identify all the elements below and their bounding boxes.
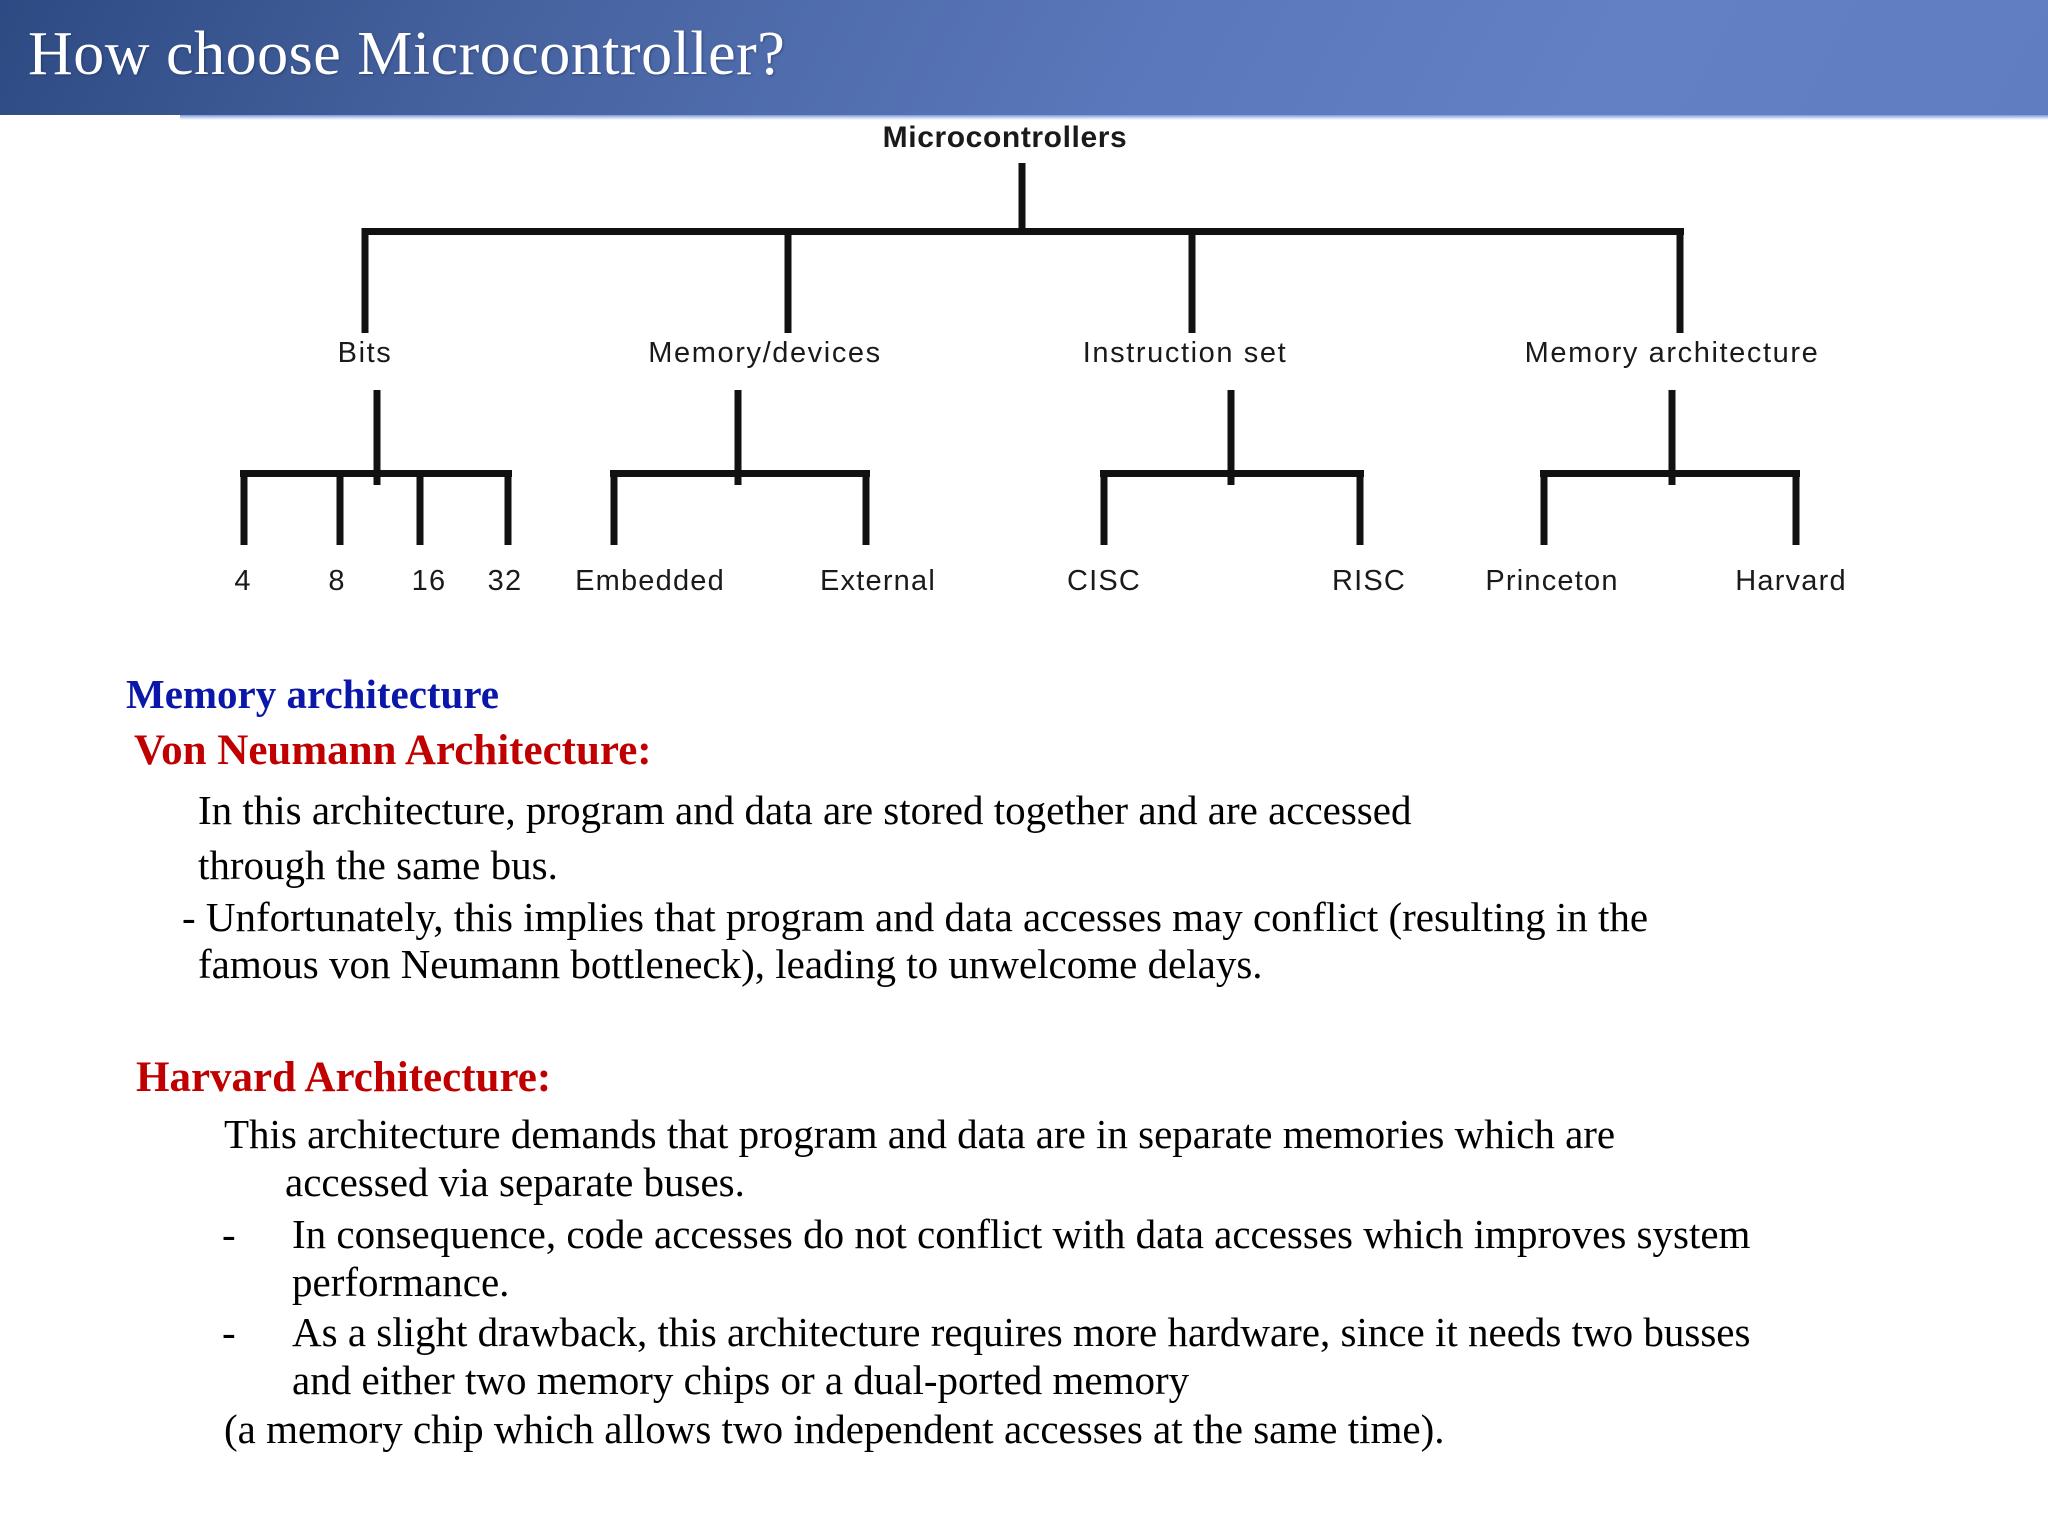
von-neumann-paragraph-line2: through the same bus. bbox=[198, 842, 558, 888]
diagram-category-instruction-set: Instruction set bbox=[1082, 337, 1288, 369]
diagram-leaf-bits-8: 8 bbox=[328, 565, 346, 597]
microcontroller-classification-diagram: Microcontrollers Bits Memory/devices Ins… bbox=[0, 115, 2048, 635]
tree-edge-bits-stem bbox=[373, 390, 381, 485]
diagram-leaf-embedded: Embedded bbox=[575, 565, 725, 597]
diagram-leaf-bits-4: 4 bbox=[234, 565, 252, 597]
harvard-intro-line2: accessed via separate buses. bbox=[285, 1159, 745, 1205]
tree-bus-instr bbox=[1100, 470, 1364, 477]
tree-edge-memarch-stem bbox=[1668, 390, 1676, 485]
tree-edge-bits-32 bbox=[504, 470, 512, 545]
tree-bus-bits bbox=[240, 470, 512, 477]
tree-edge-bits-4 bbox=[240, 470, 248, 545]
diagram-leaf-harvard: Harvard bbox=[1735, 565, 1847, 597]
bullet-dash-1: - bbox=[222, 1211, 236, 1257]
diagram-leaf-risc: RISC bbox=[1331, 565, 1407, 597]
tree-edge-memdev-stem bbox=[734, 390, 742, 485]
tree-edge-to-memory-architecture bbox=[1676, 228, 1684, 333]
harvard-bullet-1-line2: performance. bbox=[292, 1259, 510, 1305]
tree-edge-memdev-embedded bbox=[610, 470, 618, 545]
diagram-leaf-princeton: Princeton bbox=[1485, 565, 1619, 597]
bullet-dash-2: - bbox=[222, 1309, 236, 1355]
tree-edge-memarch-princeton bbox=[1540, 470, 1548, 545]
harvard-bullet-1-line1: In consequence, code accesses do not con… bbox=[292, 1211, 1751, 1257]
diagram-leaf-cisc: CISC bbox=[1066, 565, 1142, 597]
harvard-closing-line: (a memory chip which allows two independ… bbox=[224, 1406, 1445, 1452]
section-heading-memory-architecture: Memory architecture bbox=[126, 671, 500, 717]
subsection-heading-von-neumann: Von Neumann Architecture: bbox=[134, 727, 652, 774]
diagram-root-label: Microcontrollers bbox=[882, 121, 1128, 154]
tree-edge-bits-8 bbox=[336, 470, 344, 545]
harvard-bullet-2: - As a slight drawback, this architectur… bbox=[222, 1308, 2012, 1404]
diagram-category-memory-devices: Memory/devices bbox=[648, 337, 882, 369]
diagram-leaf-external: External bbox=[820, 565, 936, 597]
tree-edge-to-bits bbox=[361, 228, 369, 333]
von-neumann-paragraph-line1: In this architecture, program and data a… bbox=[198, 787, 1412, 833]
tree-edge-to-instruction-set bbox=[1188, 228, 1196, 333]
harvard-bullet-2-line1: As a slight drawback, this architecture … bbox=[292, 1309, 1751, 1355]
harvard-bullet-2-line2: and either two memory chips or a dual-po… bbox=[292, 1357, 1190, 1403]
tree-edge-instr-stem bbox=[1227, 390, 1235, 485]
tree-edge-root-stem bbox=[1018, 163, 1026, 231]
harvard-intro-line1: This architecture demands that program a… bbox=[224, 1111, 1616, 1157]
subsection-heading-harvard: Harvard Architecture: bbox=[136, 1054, 552, 1101]
diagram-leaf-bits-32: 32 bbox=[487, 565, 523, 597]
tree-bus-level1 bbox=[362, 228, 1684, 235]
tree-edge-to-memory-devices bbox=[784, 228, 792, 333]
page-title: How choose Microcontroller? bbox=[28, 20, 786, 88]
von-neumann-note-line2: famous von Neumann bottleneck), leading … bbox=[198, 941, 1263, 987]
tree-edge-instr-risc bbox=[1356, 470, 1364, 545]
diagram-category-bits: Bits bbox=[337, 337, 393, 369]
tree-bus-memarch bbox=[1540, 470, 1800, 477]
harvard-bullet-1: - In consequence, code accesses do not c… bbox=[222, 1210, 2012, 1306]
diagram-leaf-bits-16: 16 bbox=[411, 565, 447, 597]
tree-bus-memdev bbox=[610, 470, 870, 477]
slide-header-bar: How choose Microcontroller? bbox=[0, 0, 2048, 120]
tree-edge-instr-cisc bbox=[1100, 470, 1108, 545]
von-neumann-note-line1: - Unfortunately, this implies that progr… bbox=[182, 894, 1649, 940]
tree-edge-memarch-harvard bbox=[1792, 470, 1800, 545]
tree-edge-bits-16 bbox=[416, 470, 424, 545]
tree-edge-memdev-external bbox=[862, 470, 870, 545]
diagram-category-memory-architecture: Memory architecture bbox=[1524, 337, 1820, 369]
